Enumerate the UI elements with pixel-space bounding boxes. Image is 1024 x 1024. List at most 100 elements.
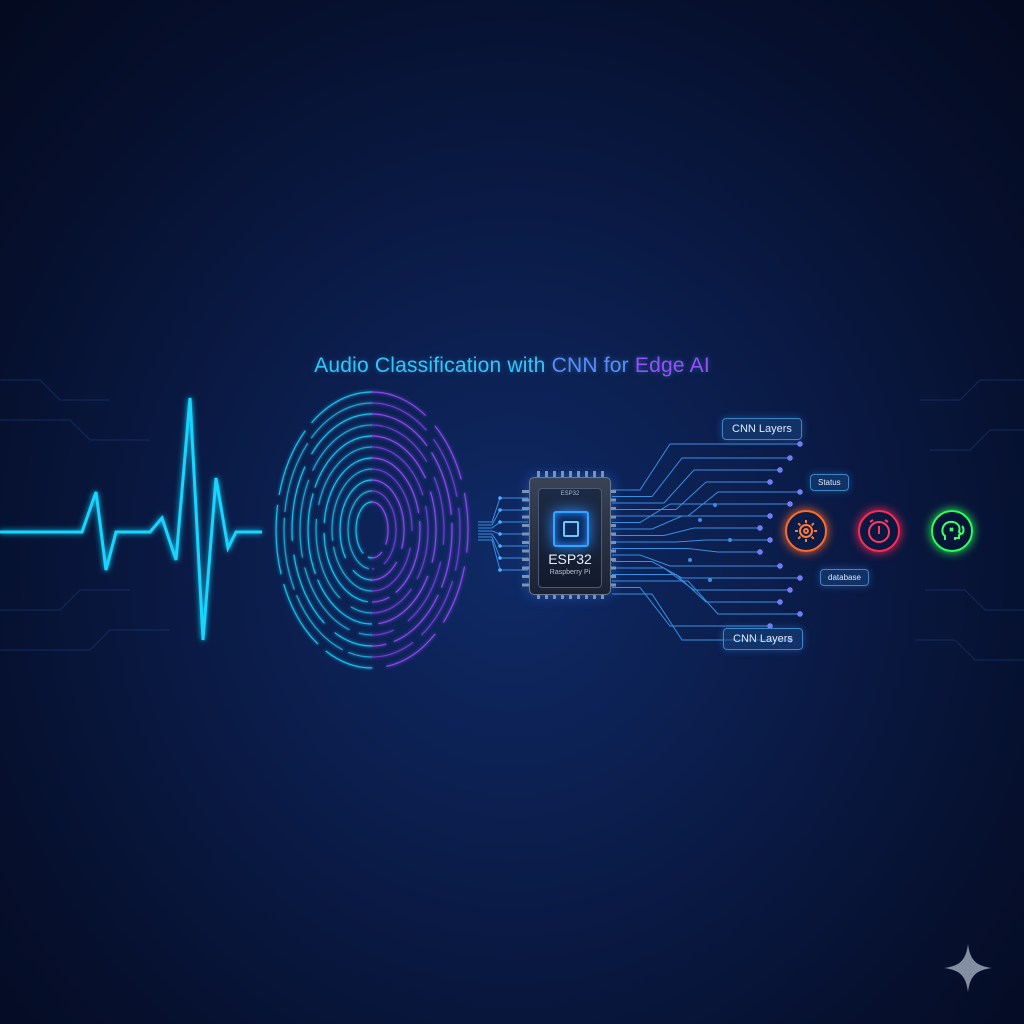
ripple-arc-right — [371, 413, 453, 647]
ripple-arc-left — [299, 424, 373, 636]
label-status: Status — [810, 474, 849, 491]
ripple-arc-right — [371, 391, 469, 669]
chip-pin — [609, 507, 616, 510]
chip-pin — [553, 471, 556, 477]
ripple-arc-left — [275, 391, 373, 669]
chip-pin — [522, 566, 529, 570]
trace-node — [713, 503, 717, 507]
trace-node — [777, 467, 783, 473]
input-trace — [478, 497, 528, 523]
chip-pin — [553, 593, 556, 599]
output-trace — [612, 481, 770, 510]
ripple-arc-left — [347, 490, 373, 570]
trace-node — [498, 532, 502, 536]
chip-pin — [585, 593, 588, 599]
trace-node — [777, 599, 783, 605]
trace-node — [757, 549, 763, 555]
ripple-arc-right — [371, 479, 405, 581]
trace-node — [498, 568, 502, 572]
heartbeat-waveform — [0, 397, 262, 641]
chip-core-icon — [553, 511, 589, 547]
output-trace — [612, 567, 790, 591]
chip-pin — [522, 549, 529, 553]
trace-node — [498, 508, 502, 512]
sound-wave-spectrum — [261, 501, 479, 561]
chip-pin — [522, 524, 529, 527]
ripple-arc-left — [323, 457, 373, 603]
trace-node — [757, 525, 763, 531]
chip-face: ESP32 ESP32 Raspberry Pi — [538, 488, 602, 588]
output-trace — [612, 443, 800, 491]
trace-node — [708, 578, 712, 582]
speaking-head-icon — [931, 510, 973, 552]
ripple-arc-left — [331, 468, 373, 592]
output-trace — [612, 457, 790, 497]
chip-pin — [522, 532, 529, 536]
input-trace — [478, 509, 528, 526]
chip-pin — [609, 515, 616, 519]
chip-pin — [609, 541, 616, 544]
ripple-arc-right — [371, 457, 421, 603]
input-trace — [478, 536, 528, 559]
trace-node — [797, 441, 803, 447]
chip-subtitle: Raspberry Pi — [549, 569, 591, 576]
output-trace — [612, 554, 780, 567]
chip-top-label: ESP32 — [560, 491, 580, 497]
trace-node — [787, 587, 793, 593]
esp32-chip: ESP32 ESP32 Raspberry Pi — [529, 477, 611, 595]
trace-node — [498, 544, 502, 548]
chip-pin — [522, 541, 529, 544]
input-trace — [478, 539, 528, 571]
chip-pin — [522, 575, 529, 578]
chip-pin — [609, 558, 616, 561]
chip-pin — [522, 558, 529, 561]
trace-node — [797, 611, 803, 617]
trace-node — [698, 518, 702, 522]
chip-pin — [577, 471, 580, 477]
title-part-2: CNN for — [551, 354, 635, 377]
input-circuit-traces — [478, 496, 528, 572]
ripple-arc-right — [371, 446, 429, 614]
chip-pin — [593, 471, 596, 477]
chip-pin — [609, 532, 616, 536]
chip-pin — [569, 593, 572, 599]
chip-pin — [522, 515, 529, 519]
trace-node — [498, 496, 502, 500]
chip-pin — [577, 593, 580, 599]
trace-node — [787, 455, 793, 461]
ripple-arc-left — [283, 402, 373, 658]
trace-node — [797, 489, 803, 495]
chip-pin — [561, 471, 564, 477]
ripple-arc-left — [355, 501, 373, 559]
ripple-arc-right — [371, 424, 445, 636]
ripple-arc-right — [371, 490, 397, 570]
trace-node — [787, 501, 793, 507]
chip-pin — [545, 471, 548, 477]
input-trace — [478, 521, 528, 529]
alarm-clock-icon — [858, 510, 900, 552]
chip-pin — [522, 490, 529, 493]
title-part-3: Edge AI — [634, 354, 710, 377]
trace-node — [688, 558, 692, 562]
ripple-arc-left — [307, 435, 373, 625]
chip-pin — [609, 524, 616, 527]
input-trace — [478, 530, 528, 535]
chip-pin — [609, 549, 616, 553]
chip-pin — [545, 593, 548, 599]
trace-node — [498, 520, 502, 524]
output-trace — [612, 527, 760, 536]
output-trace — [612, 580, 800, 615]
chip-pin — [537, 471, 540, 477]
trace-node — [777, 563, 783, 569]
diagram-title: Audio Classification with CNN for Edge A… — [0, 354, 1024, 378]
chip-pin — [609, 575, 616, 578]
input-trace — [478, 533, 528, 547]
sparkle-icon — [944, 944, 992, 992]
chip-pin — [609, 566, 616, 570]
label-database: database — [820, 569, 869, 586]
output-circuit-traces — [612, 441, 803, 643]
output-trace — [612, 515, 770, 530]
chip-pin — [561, 593, 564, 599]
